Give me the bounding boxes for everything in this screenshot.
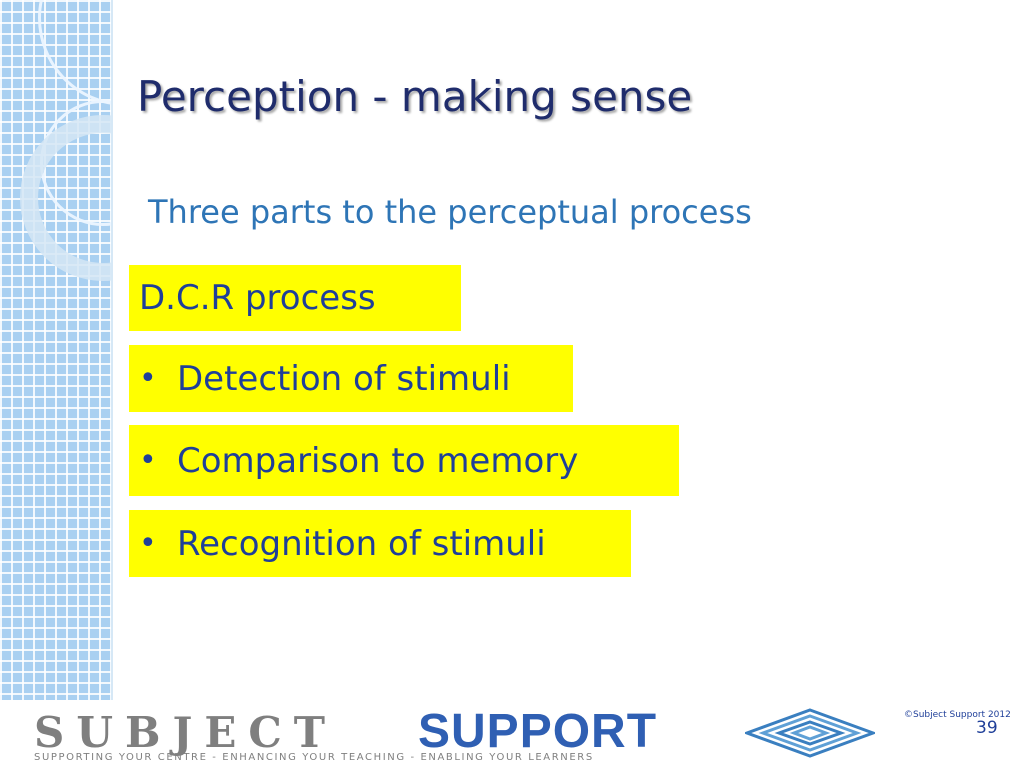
bullet-label: Detection of stimuli	[177, 358, 511, 399]
bullet-marker: •	[139, 443, 157, 478]
bullet-label: Recognition of stimuli	[177, 523, 546, 564]
bullet-marker: •	[139, 361, 157, 396]
slide-number: 39	[976, 718, 998, 738]
logo-word-support: SUPPORT	[418, 705, 658, 758]
decorative-ring	[38, 0, 113, 106]
logo-mark-icon	[745, 708, 875, 758]
bullet-label: Comparison to memory	[177, 440, 579, 481]
highlight-heading-label: D.C.R process	[139, 278, 376, 318]
highlight-heading: D.C.R process	[129, 265, 461, 331]
logo-word-subject: SUBJECT	[34, 708, 338, 757]
decorative-ring	[20, 115, 113, 281]
slide-title: Perception - making sense	[137, 72, 693, 121]
copyright-notice: ©Subject Support 2012	[904, 710, 1011, 720]
bullet-item-recognition: • Recognition of stimuli	[129, 510, 631, 577]
logo-tagline: SUPPORTING YOUR CENTRE - ENHANCING YOUR …	[34, 752, 594, 763]
decorative-grid-sidebar	[0, 0, 113, 700]
slide-subtitle: Three parts to the perceptual process	[148, 193, 752, 231]
bullet-item-detection: • Detection of stimuli	[129, 345, 573, 412]
bullet-item-comparison: • Comparison to memory	[129, 425, 679, 496]
bullet-marker: •	[139, 526, 157, 561]
